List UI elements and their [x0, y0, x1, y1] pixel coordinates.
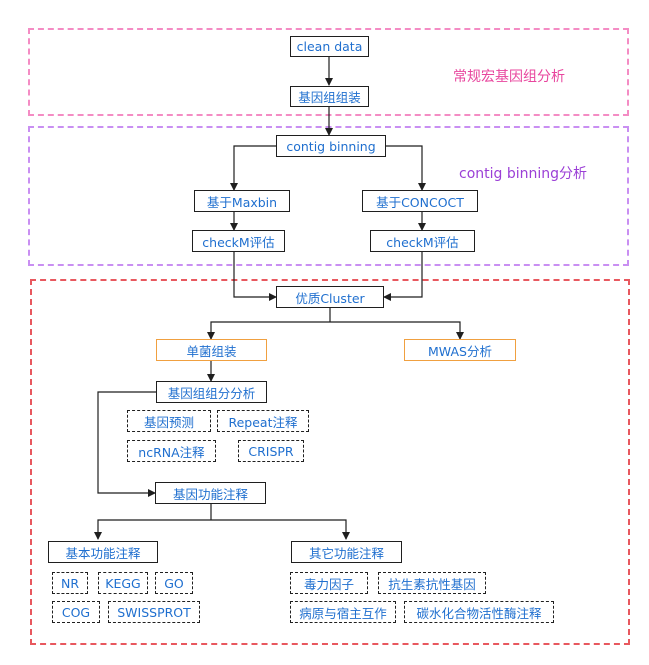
node-genome-component: 基因组组分分析: [156, 381, 267, 403]
node-repeat-annotation: Repeat注释: [217, 410, 309, 432]
node-clean-data: clean data: [290, 36, 369, 57]
node-gene-prediction: 基因预测: [127, 410, 211, 432]
node-gene-function: 基因功能注释: [155, 482, 266, 504]
node-go: GO: [155, 572, 193, 594]
arrow-binning-to-concoct: [386, 145, 426, 191]
node-single-assembly: 单菌组装: [156, 339, 267, 361]
node-cazy-annotation: 碳水化合物活性酶注释: [404, 601, 554, 623]
node-pathogen-host: 病原与宿主互作: [290, 601, 396, 623]
arrow-checkm-right-to-cluster: [383, 252, 423, 301]
node-checkm-left: checkM评估: [192, 230, 285, 252]
node-checkm-right: checkM评估: [370, 230, 475, 252]
arrow-component-to-function: [97, 391, 156, 497]
arrow-cluster-to-mwas: [330, 321, 464, 340]
section-routine-label: 常规宏基因组分析: [453, 69, 565, 85]
node-nr: NR: [52, 572, 88, 594]
node-swissprot: SWISSPROT: [108, 601, 200, 623]
node-concoct: 基于CONCOCT: [362, 190, 478, 212]
node-contig-binning: contig binning: [276, 135, 386, 157]
arrow-function-to-basic: [94, 519, 211, 540]
arrow-binning-to-maxbin: [230, 145, 276, 191]
node-crispr: CRISPR: [238, 440, 304, 462]
node-virulence-factor: 毒力因子: [290, 572, 368, 594]
section-downstream-analysis: [30, 279, 630, 645]
node-other-function: 其它功能注释: [291, 541, 402, 563]
section-binning-label: contig binning分析: [459, 166, 588, 182]
node-quality-cluster: 优质Cluster: [276, 286, 384, 308]
node-cog: COG: [52, 601, 100, 623]
node-ncrna-annotation: ncRNA注释: [127, 440, 216, 462]
node-basic-function: 基本功能注释: [48, 541, 158, 563]
arrow-checkm-left-to-cluster: [233, 252, 277, 301]
arrow-cluster-to-single: [207, 321, 330, 340]
node-maxbin: 基于Maxbin: [194, 190, 290, 212]
node-mwas: MWAS分析: [404, 339, 516, 361]
node-genome-assembly: 基因组组装: [290, 86, 369, 107]
arrow-function-to-other: [211, 519, 350, 540]
node-antibiotic-resistance: 抗生素抗性基因: [378, 572, 486, 594]
node-kegg: KEGG: [98, 572, 148, 594]
